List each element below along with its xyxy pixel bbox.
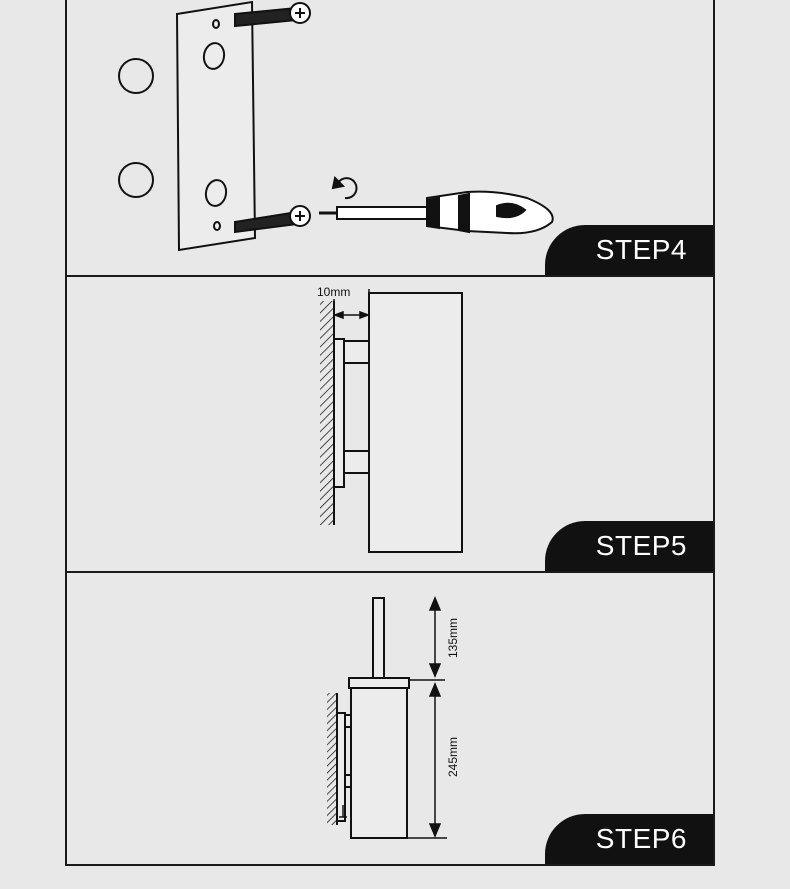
wall-hole-bottom xyxy=(118,162,154,198)
holder-body xyxy=(368,292,463,553)
step5-illustration xyxy=(320,289,463,553)
screwdriver-icon xyxy=(319,190,554,235)
step6-panel: 135mm 245mm STEP6 xyxy=(67,573,713,864)
wall-bracket xyxy=(333,338,370,488)
wall-bracket xyxy=(336,712,352,822)
mounting-plate xyxy=(175,0,257,252)
step6-illustration xyxy=(327,596,447,839)
holder-height-label: 245mm xyxy=(446,736,461,778)
step5-panel: 10mm STEP5 xyxy=(67,277,713,573)
instruction-frame: STEP4 xyxy=(65,0,715,866)
wall xyxy=(327,693,337,825)
screw-bottom xyxy=(234,205,311,234)
screw-top xyxy=(234,2,311,28)
rotate-icon xyxy=(331,175,358,200)
wall xyxy=(320,301,334,525)
step4-illustration xyxy=(118,0,554,252)
gap-dimension-label: 10mm xyxy=(317,285,351,299)
holder-lid xyxy=(348,677,410,689)
holder-body xyxy=(350,687,408,839)
wall-hole-top xyxy=(118,58,154,94)
step5-label: STEP5 xyxy=(545,521,713,571)
step4-panel: STEP4 xyxy=(67,0,713,277)
step4-label: STEP4 xyxy=(545,225,713,275)
brush-handle xyxy=(372,597,385,681)
step6-label: STEP6 xyxy=(545,814,713,864)
brush-height-label: 135mm xyxy=(446,617,461,659)
